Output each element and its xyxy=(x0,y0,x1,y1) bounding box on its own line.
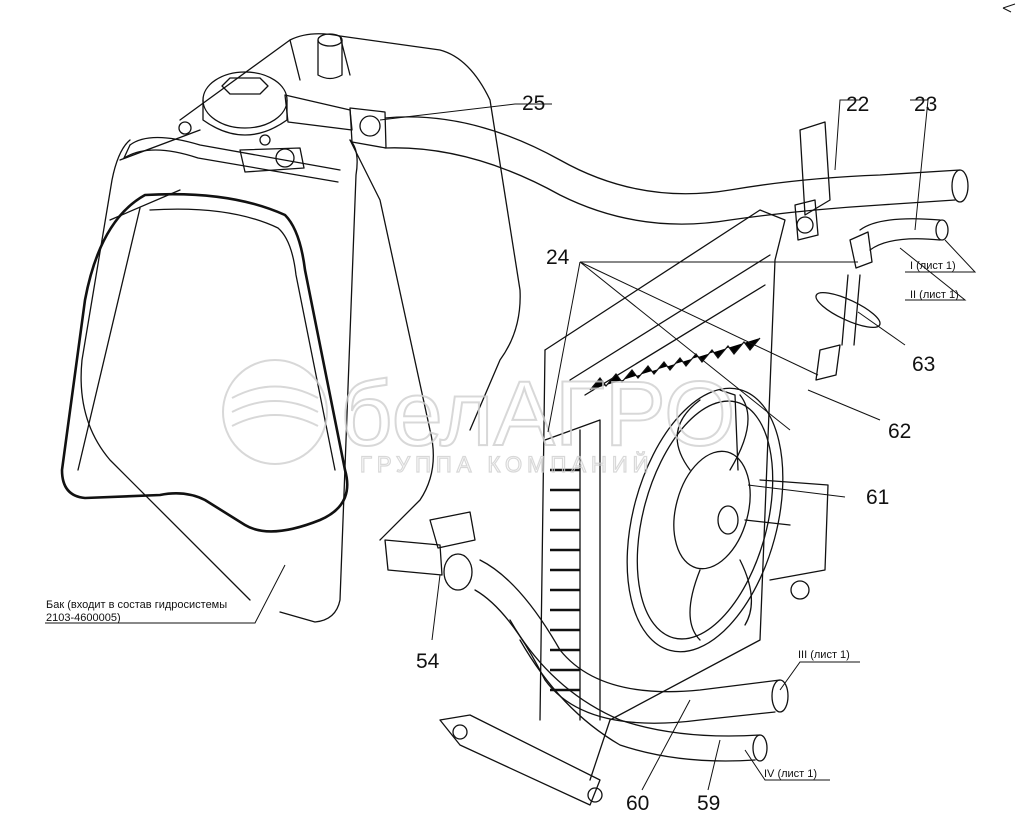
sheet-ref-ii: II (лист 1) xyxy=(910,289,959,301)
callout-61: 61 xyxy=(866,486,889,509)
upper-hose xyxy=(349,107,969,225)
callout-62: 62 xyxy=(888,420,911,443)
watermark-subtitle: ГРУППА КОМПАНИЙ xyxy=(360,452,654,477)
watermark-logo: белАГРО xyxy=(340,363,736,465)
callout-23: 23 xyxy=(914,93,937,116)
sheet-ref-iii: III (лист 1) xyxy=(798,649,850,661)
tank-front-panel xyxy=(60,192,349,533)
sheet-ref-i: I (лист 1) xyxy=(910,260,956,272)
small-hose xyxy=(815,218,949,381)
callout-22: 22 xyxy=(846,93,869,116)
corner-mark xyxy=(1002,3,1016,13)
leader-lines xyxy=(45,99,977,791)
sheet-ref-iv: IV (лист 1) xyxy=(764,768,817,780)
radiator-fins xyxy=(550,468,580,692)
callout-59: 59 xyxy=(697,792,720,815)
callout-54: 54 xyxy=(416,650,440,673)
lower-hoses xyxy=(384,511,789,762)
fan xyxy=(626,387,791,653)
radiator xyxy=(439,209,829,806)
callouts: 25 22 23 24 63 62 61 54 60 59 xyxy=(416,92,937,815)
callout-60: 60 xyxy=(626,792,649,815)
tank-note: Бак (входит в состав гидросистемы 2103-4… xyxy=(46,599,227,624)
sheet-references: I (лист 1) II (лист 1) III (лист 1) IV (… xyxy=(764,260,959,780)
upper-bracket xyxy=(794,121,831,241)
hydraulic-tank xyxy=(60,33,521,623)
callout-24: 24 xyxy=(546,246,570,269)
tank-note-line2: 2103-4600005) xyxy=(46,612,121,624)
tank-note-line1: Бак (входит в состав гидросистемы xyxy=(46,599,227,611)
watermark: белАГРО ГРУППА КОМПАНИЙ xyxy=(222,359,737,478)
callout-63: 63 xyxy=(912,353,935,376)
callout-25: 25 xyxy=(522,92,545,115)
